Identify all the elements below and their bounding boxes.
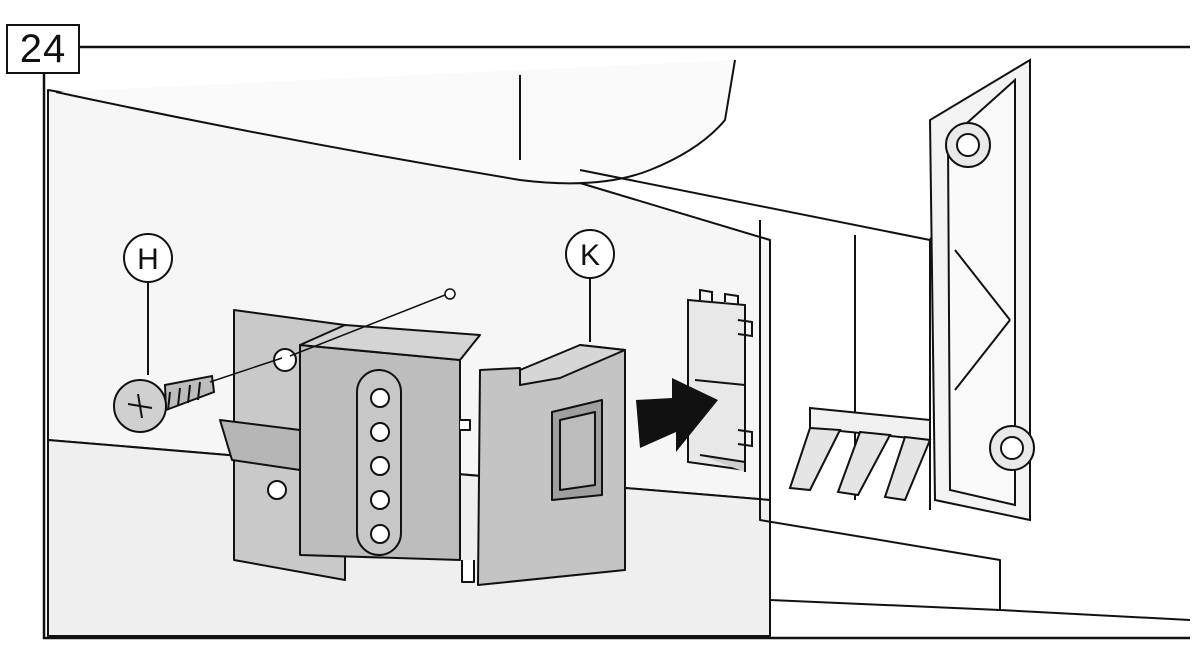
latch-clips — [788, 406, 932, 502]
callout-h-label: H — [137, 243, 159, 276]
callout-leaders — [147, 278, 591, 375]
callout-h: H — [123, 233, 173, 283]
receiving-slot — [687, 288, 753, 472]
screw-h — [113, 288, 456, 433]
bracket-k — [219, 309, 626, 586]
frame — [42, 45, 1190, 640]
callout-k-label: K — [580, 239, 600, 272]
callout-k: K — [565, 229, 615, 279]
side-rail — [928, 58, 1035, 522]
push-arrow — [636, 378, 718, 452]
step-number: 24 — [6, 24, 80, 74]
